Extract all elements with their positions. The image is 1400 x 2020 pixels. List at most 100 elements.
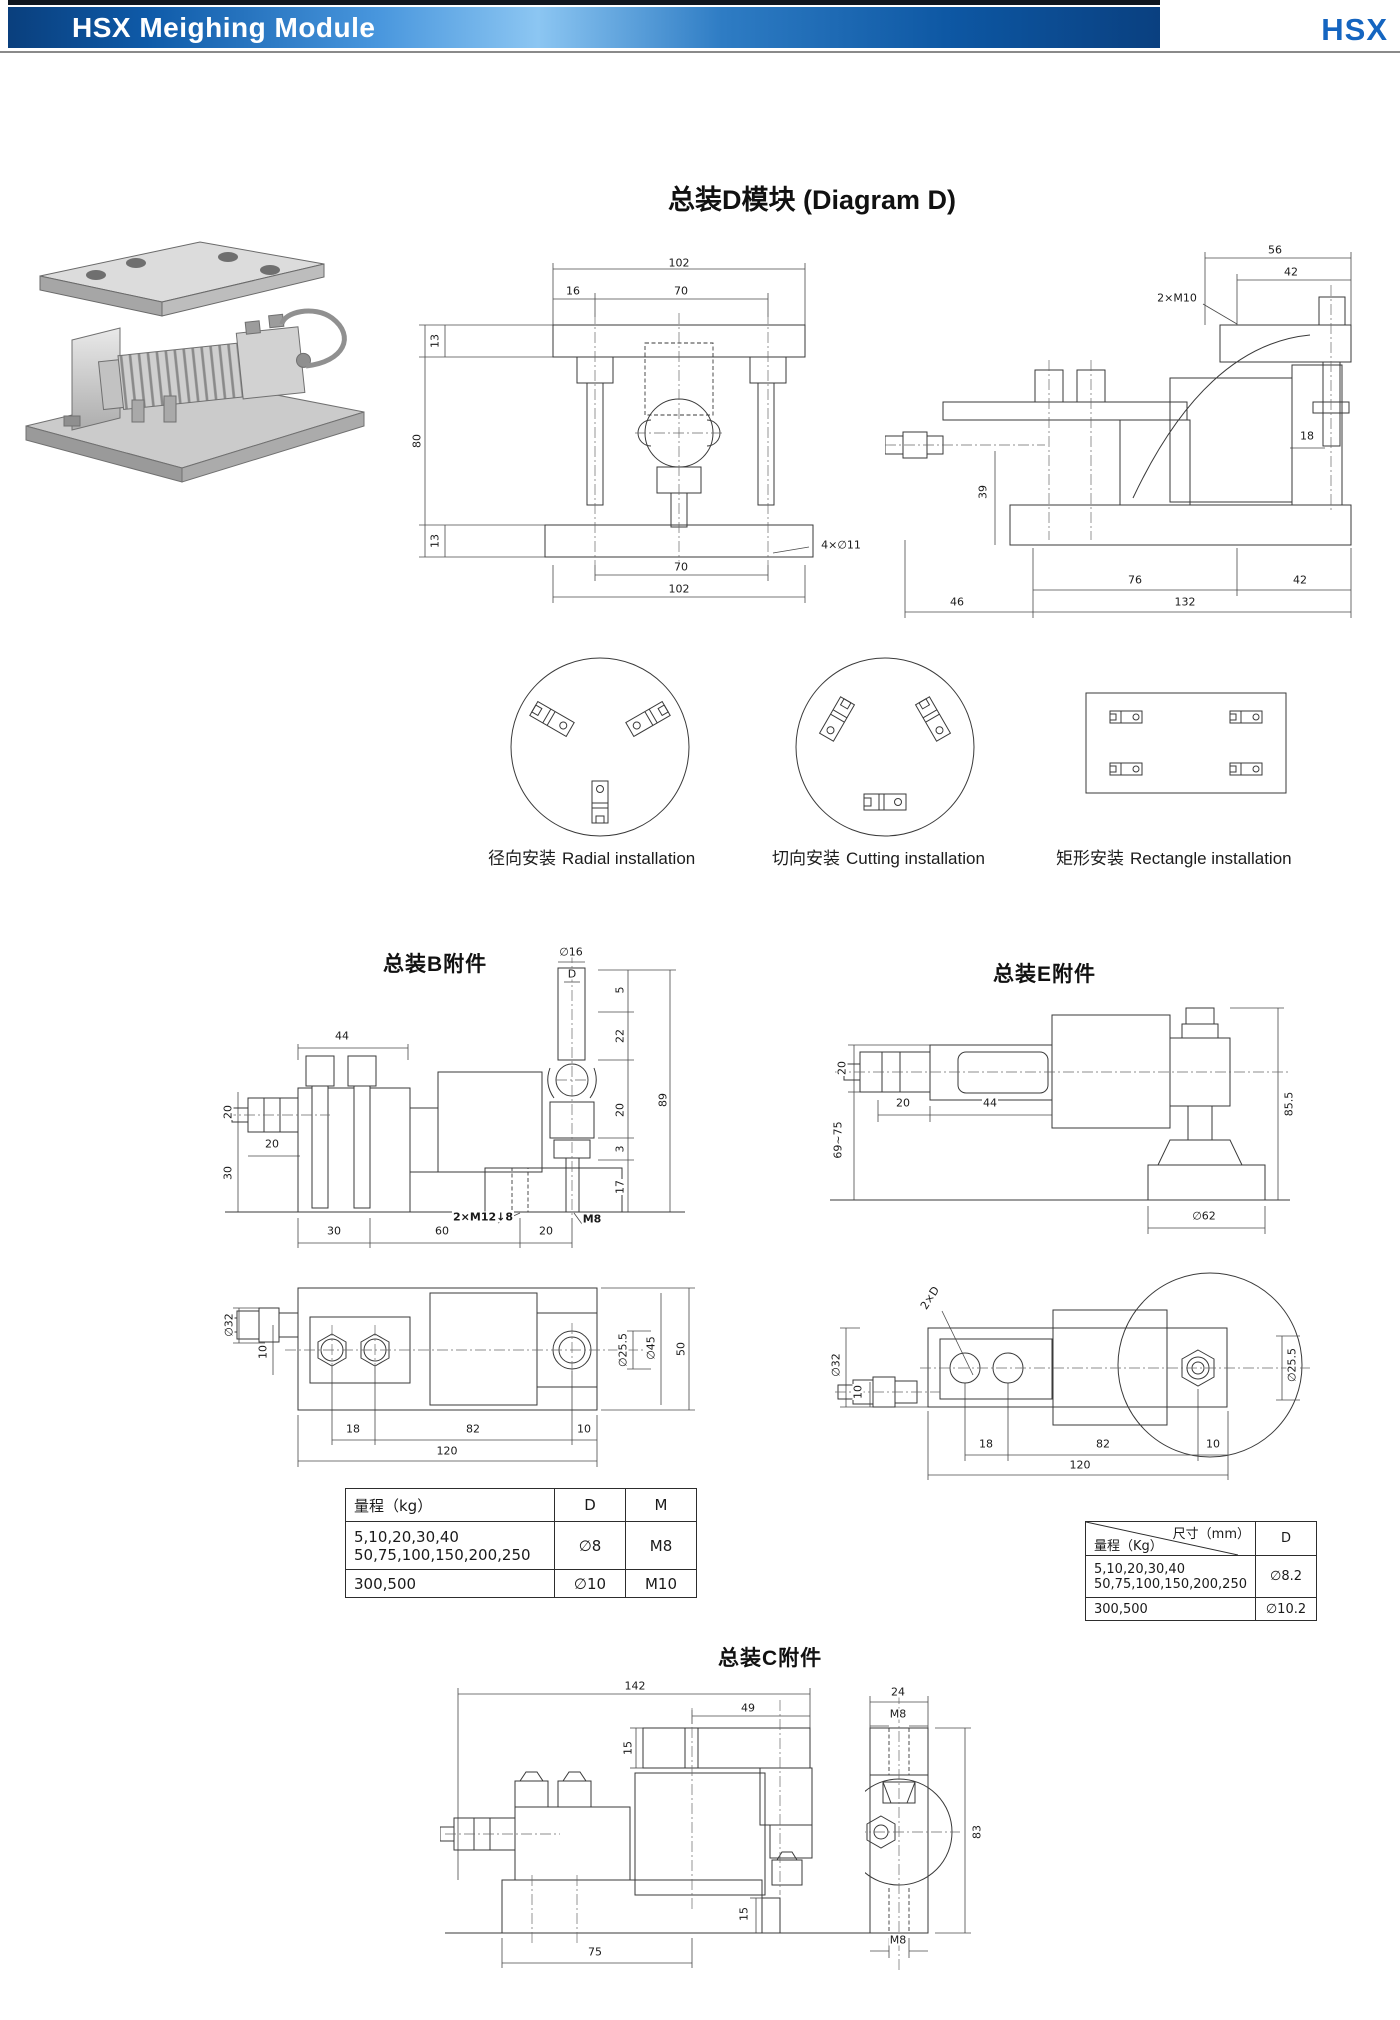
top-view-b-drawing: ∅32 10 18 82 10 120 ∅25.5 ∅45 50 [222,1285,705,1480]
dim-b-20-left-v: 20 [221,1104,235,1120]
section-b-drawing: ∅16 D 44 20 20 30 5 22 20 3 17 89 30 60 … [220,940,695,1260]
dim-front-80: 80 [410,433,424,449]
dim-e-phi62: ∅62 [1191,1209,1217,1223]
dim-b-phi16: ∅16 [558,945,584,959]
dim-te-10b: 10 [1205,1437,1221,1451]
top-view-e-linework [835,1272,1310,1481]
dim-front-bottom-102: 102 [667,582,691,596]
dim-tb-50: 50 [674,1341,688,1357]
radial-installation-linework [510,657,690,837]
dim-b-89: 89 [656,1092,670,1108]
range-line-2: 50,75,100,150,200,250 [354,1545,531,1564]
dim-b-D: D [566,967,578,981]
banner-title: HSX Meighing Module [72,12,376,43]
cell-m-2: M10 [625,1569,697,1598]
header-size-mm: 尺寸（mm） [1172,1527,1250,1542]
top-view-b-linework [224,1287,695,1467]
side-view-linework [884,252,1352,618]
dim-e-69-75: 69~75 [831,1120,845,1160]
side-view-drawing: 56 42 2×M10 39 18 76 42 46 132 [884,240,1355,620]
cutting-installation-diagram [790,655,980,840]
dim-te-82: 82 [1095,1437,1111,1451]
dim-b-20-bottom: 20 [538,1224,554,1238]
dim-front-bottom-70: 70 [673,560,689,574]
cell-d-2: ∅10 [554,1569,626,1598]
dim-b-20-left-h: 20 [264,1137,280,1151]
dim-front-holes: 4×∅11 [820,538,862,552]
cell-m-1: M8 [625,1521,697,1570]
label-radial-cn: 径向安装 [488,849,556,868]
dim-b-22: 22 [613,1028,627,1044]
section-c-linework [439,1688,900,1968]
table-row: 300,500 ∅10.2 [1085,1597,1317,1621]
dim-side-2xm10: 2×M10 [1156,291,1198,305]
rectangle-installation-linework [1085,692,1287,794]
col-header-range: 量程（kg） [345,1488,555,1522]
dim-tb-phi32: ∅32 [222,1312,236,1338]
diagonal-line [1086,1522,1238,1555]
dim-b-m8: M8 [581,1212,603,1226]
dim-tb-10b: 10 [576,1422,592,1436]
product-photo [12,220,384,488]
dim-tb-120: 120 [435,1444,459,1458]
header-range-kg: 量程（Kg） [1094,1539,1163,1554]
dim-front-16: 16 [565,284,581,298]
range-d-m-table: 量程（kg） D M 5,10,20,30,40 50,75,100,150,2… [345,1488,697,1598]
header-top-stripe [8,0,1160,5]
top-view-e-drawing: 2×D ∅32 10 18 82 10 120 ∅25.5 [829,1265,1340,1481]
header-divider [0,51,1400,53]
dim-tb-18: 18 [345,1422,361,1436]
dim-cs-24: 24 [890,1685,906,1699]
rectangle-installation-diagram [1078,655,1293,840]
section-c-side-linework [845,1693,971,1973]
dim-side-46: 46 [949,595,965,609]
dim-b-30-left: 30 [221,1165,235,1181]
dim-te-120: 120 [1068,1458,1092,1472]
dim-te-phi32: ∅32 [829,1352,843,1378]
dim-e-20-bottom: 20 [895,1096,911,1110]
section-e-title: 总装E附件 [993,963,1097,986]
section-c-title: 总装C附件 [718,1647,823,1670]
cell-range-1: 5,10,20,30,40 50,75,100,150,200,250 [345,1521,555,1570]
dim-b-30-bottom: 30 [326,1224,342,1238]
table-row: 5,10,20,30,40 50,75,100,150,200,250 ∅8 M… [345,1521,697,1570]
label-rectangle-cn: 矩形安装 [1056,849,1124,868]
cell-d2-2: ∅10.2 [1255,1597,1317,1621]
dim-b-60: 60 [434,1224,450,1238]
label-rectangle-en: Rectangle installation [1130,849,1292,868]
dim-front-top-70: 70 [673,284,689,298]
dim-side-76: 76 [1127,573,1143,587]
product-photo-illustration [25,241,365,483]
cutting-installation-linework [795,657,975,837]
dim-tb-phi45: ∅45 [644,1335,658,1361]
dim-front-top-102: 102 [667,256,691,270]
dim-e-85-5: 85.5 [1282,1090,1296,1118]
dim-c-15-bottom: 15 [737,1906,751,1922]
section-c-drawing: 142 49 15 75 15 [439,1680,910,1985]
dim-b-44: 44 [334,1029,350,1043]
range-line-1: 5,10,20,30,40 [354,1527,459,1546]
dim-e-44: 44 [982,1096,998,1110]
label-rectangle-installation: 矩形安装 Rectangle installation [1056,844,1292,869]
front-view-linework [419,263,814,603]
dim-front-13-bottom: 13 [428,533,442,549]
dim-te-10: 10 [851,1384,865,1400]
dim-b-2xm12: 2×M12↓8 [452,1210,514,1224]
dim-cs-m8-top: M8 [888,1707,908,1721]
label-cutting-en: Cutting installation [846,849,985,868]
label-radial-installation: 径向安装 Radial installation [488,844,695,869]
col-header-m: M [625,1488,697,1522]
dim-side-18: 18 [1299,429,1315,443]
range2-line-2: 50,75,100,150,200,250 [1094,1576,1247,1592]
dim-b-3: 3 [613,1144,627,1154]
dim-te-18: 18 [978,1437,994,1451]
cell-range2-2: 300,500 [1085,1597,1256,1621]
cell-d2-1: ∅8.2 [1255,1555,1317,1598]
section-e-drawing: 20 69~75 20 44 85.5 ∅62 [830,1000,1340,1265]
dim-b-5: 5 [613,985,627,995]
dim-te-phi25-5: ∅25.5 [1285,1346,1299,1384]
label-radial-en: Radial installation [562,849,696,868]
dim-side-42-bottom: 42 [1292,573,1308,587]
